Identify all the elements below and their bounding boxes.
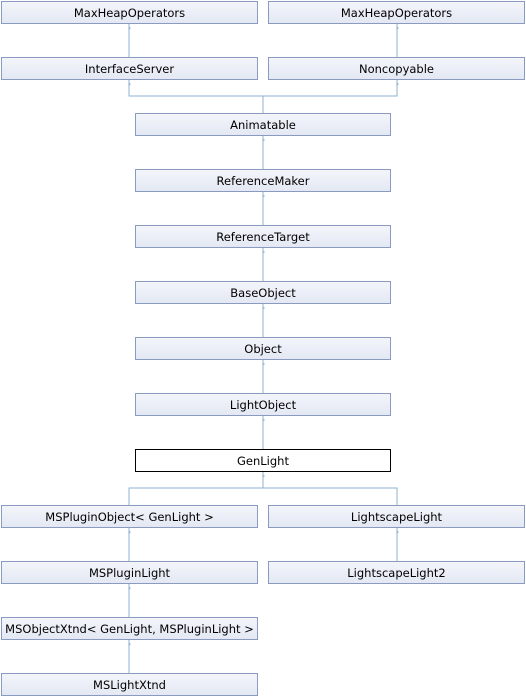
node-max-heap-operators-right[interactable]: MaxHeapOperators xyxy=(268,1,525,24)
node-lightscape-light[interactable]: LightscapeLight xyxy=(268,505,525,528)
node-max-heap-operators-left[interactable]: MaxHeapOperators xyxy=(1,1,258,24)
edge-lightscapelight-genlight xyxy=(263,487,398,505)
node-object[interactable]: Object xyxy=(135,337,391,360)
node-ms-object-xtnd[interactable]: MSObjectXtnd< GenLight, MSPluginLight > xyxy=(1,617,258,640)
node-base-object[interactable]: BaseObject xyxy=(135,281,391,304)
node-lightscape-light2[interactable]: LightscapeLight2 xyxy=(268,561,525,584)
node-reference-target[interactable]: ReferenceTarget xyxy=(135,225,391,248)
node-interface-server[interactable]: InterfaceServer xyxy=(1,57,258,80)
node-gen-light-current: GenLight xyxy=(135,449,391,472)
node-reference-maker[interactable]: ReferenceMaker xyxy=(135,169,391,192)
edge-animatable-interfaceserver xyxy=(129,80,264,113)
edge-mspluginobject-genlight xyxy=(128,472,263,505)
node-noncopyable[interactable]: Noncopyable xyxy=(268,57,525,80)
node-animatable[interactable]: Animatable xyxy=(135,113,391,136)
edge-animatable-noncopyable xyxy=(263,80,397,97)
node-light-object[interactable]: LightObject xyxy=(135,393,391,416)
node-ms-plugin-object[interactable]: MSPluginObject< GenLight > xyxy=(1,505,258,528)
node-ms-plugin-light[interactable]: MSPluginLight xyxy=(1,561,258,584)
node-ms-light-xtnd[interactable]: MSLightXtnd xyxy=(1,673,258,696)
